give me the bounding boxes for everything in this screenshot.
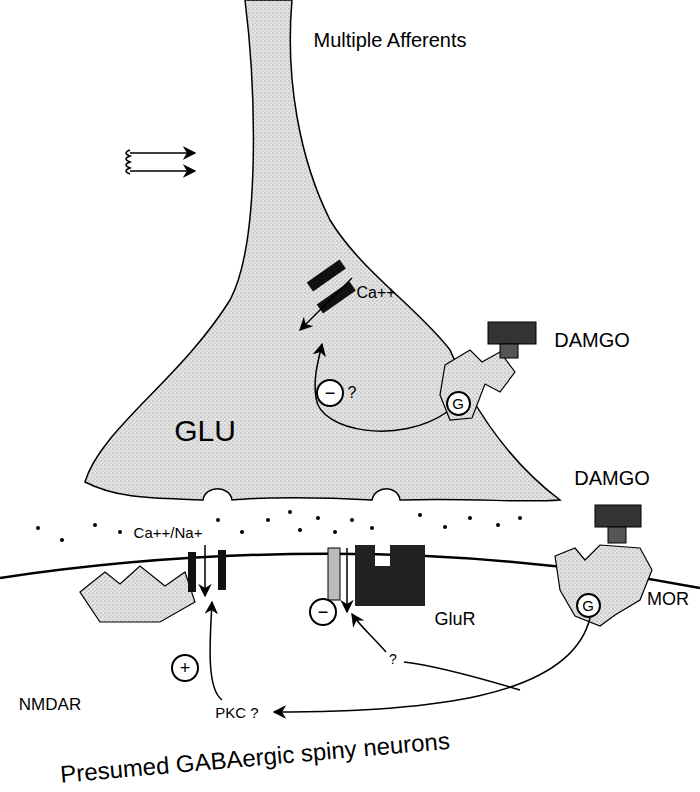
kinase-label: PKC ? <box>215 705 258 722</box>
node-text: − <box>318 603 329 621</box>
node-text: G <box>452 396 464 411</box>
facilitation-symbol: + <box>171 654 199 682</box>
receptor-label: MOR <box>647 590 689 610</box>
calcium-channel <box>300 259 356 330</box>
receptor-label: NMDAR <box>19 696 81 715</box>
inhibition-symbol: − <box>316 379 344 407</box>
afferent-label: Multiple Afferents <box>313 29 466 51</box>
afferent-arrows <box>126 150 195 174</box>
presynaptic-terminal <box>85 0 560 501</box>
cell-type-label: Presumed GABAergic spiny neurons <box>59 728 451 788</box>
signalling-arrows <box>210 602 590 712</box>
node-text: + <box>180 659 191 677</box>
glutamate-dots <box>36 510 522 542</box>
drug-label: DAMGO <box>574 467 650 489</box>
inhibition-symbol: − <box>309 598 337 626</box>
receptor-label: GluR <box>434 610 475 630</box>
drug-label: DAMGO <box>554 329 630 351</box>
ion-label: Ca++/Na+ <box>134 525 203 542</box>
node-text: − <box>325 384 336 402</box>
transmitter-label: GLU <box>174 414 236 447</box>
question-mark: ? <box>348 384 357 402</box>
g-protein-circle: G <box>446 391 471 416</box>
ion-label: Ca++ <box>356 284 395 302</box>
inhibition-arrow <box>315 344 447 431</box>
g-protein-circle: G <box>576 593 601 618</box>
node-text: G <box>582 598 594 613</box>
mu-opioid-receptor <box>555 505 652 626</box>
nmda-receptor <box>80 545 226 622</box>
question-mark: ? <box>389 652 397 667</box>
presynaptic-opioid-receptor <box>440 322 536 420</box>
glutamate-receptor <box>328 545 425 612</box>
